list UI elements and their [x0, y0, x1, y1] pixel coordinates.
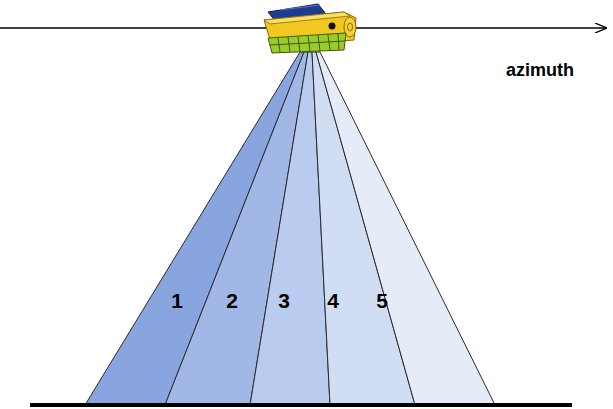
callout-number: 3 — [278, 290, 290, 311]
callout-number: 4 — [327, 290, 339, 311]
callout-number: 2 — [226, 290, 238, 311]
beam-fan — [85, 52, 495, 405]
callout-number: 5 — [376, 290, 388, 311]
ground-line — [30, 403, 572, 407]
axis-label: azimuth — [506, 61, 574, 79]
beam — [316, 52, 495, 405]
callout-number: 1 — [171, 290, 183, 311]
satellite — [264, 4, 356, 53]
